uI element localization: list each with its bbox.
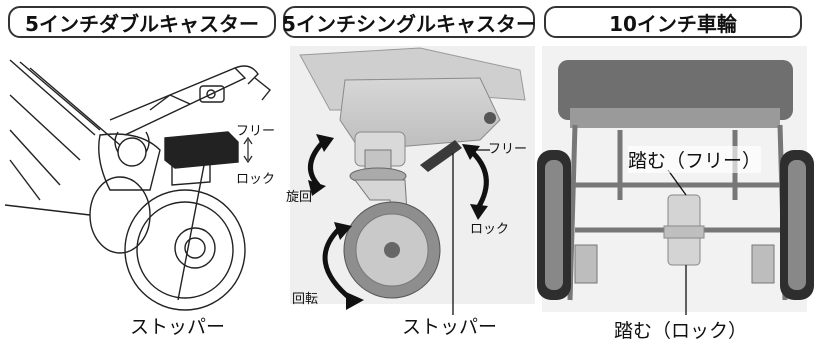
- panel-title-double-caster: 5インチダブルキャスター: [8, 6, 276, 38]
- double-caster-illustration: [4, 59, 271, 311]
- label-press-lock: 踏む（ロック）: [614, 320, 748, 342]
- label-swivel: 旋回: [286, 190, 313, 205]
- label-press-free: 踏む（フリー）: [628, 146, 762, 173]
- label-stopper: ストッパー: [402, 316, 498, 338]
- label-lock: ロック: [470, 222, 510, 237]
- label-rotation: 回転: [292, 292, 319, 307]
- label-stopper: ストッパー: [130, 316, 226, 338]
- label-lock: ロック: [236, 172, 276, 187]
- panel-title-10inch-wheel: 10インチ車輪: [544, 6, 802, 38]
- label-free: フリー: [236, 124, 276, 139]
- label-free: フリー: [488, 142, 528, 157]
- panel-title-single-caster: 5インチシングルキャスター: [282, 6, 536, 38]
